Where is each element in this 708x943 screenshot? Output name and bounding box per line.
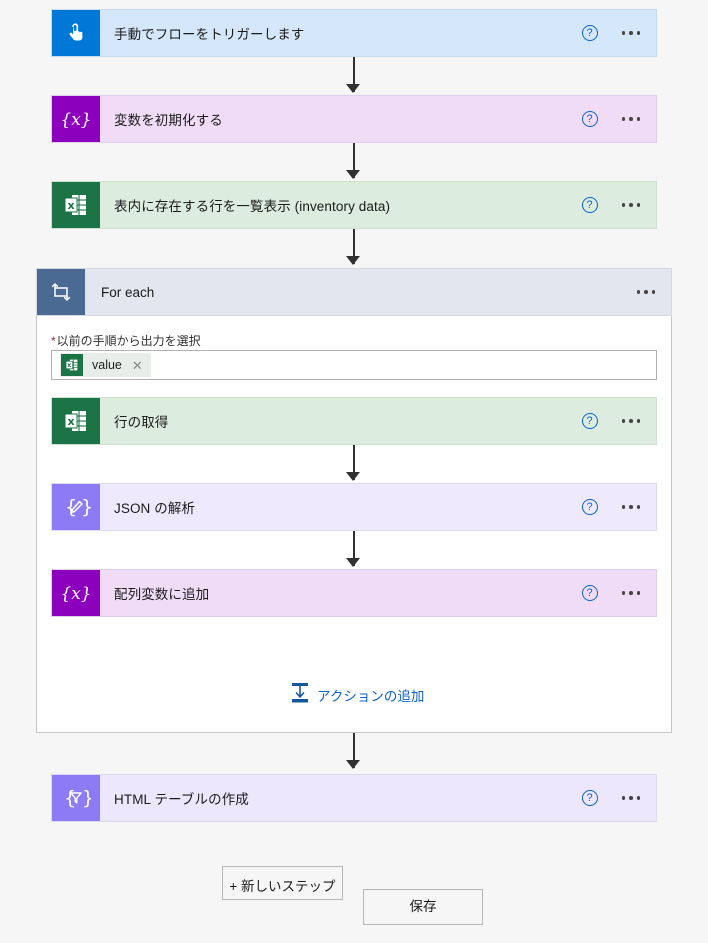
- more-menu-icon[interactable]: [620, 501, 643, 513]
- more-menu-icon[interactable]: [620, 199, 643, 211]
- help-icon[interactable]: ?: [581, 585, 598, 601]
- connector-arrow: [346, 760, 360, 769]
- connector-arrow: [346, 84, 360, 93]
- foreach-actions: [635, 269, 672, 315]
- more-menu-icon[interactable]: [620, 113, 643, 125]
- foreach-field-label: *以前の手順から出力を選択: [51, 332, 201, 349]
- card-actions: ?: [581, 484, 657, 530]
- connector-arrow: [346, 256, 360, 265]
- connector-line: [353, 531, 355, 566]
- flow-step-create-html-table[interactable]: { } HTML テーブルの作成 ?: [51, 774, 657, 822]
- card-actions: ?: [581, 96, 657, 142]
- flow-step-title: 変数を初期化する: [114, 113, 223, 128]
- flow-step-init-variable[interactable]: {x} 変数を初期化する ?: [51, 95, 657, 143]
- new-step-button[interactable]: + 新しいステップ: [222, 866, 343, 900]
- connector-arrow: [346, 472, 360, 481]
- token-chip-label: value: [92, 358, 122, 372]
- save-button[interactable]: 保存: [363, 889, 483, 925]
- flow-step-title: 手動でフローをトリガーします: [114, 27, 305, 42]
- flow-step-get-row[interactable]: x 行の取得 ?: [51, 397, 657, 445]
- more-menu-icon[interactable]: [635, 286, 658, 298]
- excel-table-icon: x: [52, 398, 100, 444]
- flow-step-parse-json[interactable]: { } JSON の解析 ?: [51, 483, 657, 531]
- token-chip-value[interactable]: x value ✕: [60, 353, 151, 377]
- connector-line: [353, 733, 355, 768]
- connector-line: [353, 445, 355, 480]
- svg-text:{: {: [65, 496, 77, 518]
- variable-braces-icon: {x}: [52, 570, 100, 616]
- more-menu-icon[interactable]: [620, 27, 643, 39]
- help-icon[interactable]: ?: [581, 197, 598, 213]
- excel-table-icon: x: [52, 182, 100, 228]
- svg-text:x: x: [67, 363, 71, 369]
- foreach-header[interactable]: For each: [36, 268, 672, 316]
- json-parse-icon: { }: [52, 484, 100, 530]
- card-actions: ?: [581, 775, 657, 821]
- flow-step-title: 行の取得: [114, 415, 169, 430]
- svg-text:x: x: [67, 415, 74, 428]
- connector-line: [353, 229, 355, 264]
- help-icon[interactable]: ?: [581, 499, 598, 515]
- help-icon[interactable]: ?: [581, 413, 598, 429]
- card-actions: ?: [581, 570, 657, 616]
- flow-step-title: HTML テーブルの作成: [114, 792, 249, 807]
- card-actions: ?: [581, 182, 657, 228]
- help-icon[interactable]: ?: [581, 790, 598, 806]
- svg-text:{x}: {x}: [61, 584, 91, 604]
- add-action-label: アクションの追加: [317, 688, 425, 704]
- connector-line: [353, 57, 355, 92]
- loop-icon: [37, 269, 85, 315]
- excel-table-icon: x: [61, 354, 83, 376]
- svg-text:}: }: [81, 496, 91, 518]
- help-icon[interactable]: ?: [581, 25, 598, 41]
- more-menu-icon[interactable]: [620, 587, 643, 599]
- card-actions: ?: [581, 398, 657, 444]
- foreach-output-picker[interactable]: x value ✕: [51, 350, 657, 380]
- card-actions: ?: [581, 10, 657, 56]
- html-table-icon: { }: [52, 775, 100, 821]
- field-label-text: 以前の手順から出力を選択: [56, 334, 201, 348]
- svg-text:{x}: {x}: [61, 110, 91, 130]
- flow-step-title: 表内に存在する行を一覧表示 (inventory data): [114, 199, 391, 214]
- foreach-title: For each: [101, 284, 155, 300]
- flow-step-title: 配列変数に追加: [114, 587, 210, 602]
- touch-tap-icon: [52, 10, 100, 56]
- add-action-button[interactable]: アクションの追加: [290, 681, 424, 708]
- required-marker: *: [51, 334, 56, 348]
- flow-step-append-array[interactable]: {x} 配列変数に追加 ?: [51, 569, 657, 617]
- more-menu-icon[interactable]: [620, 415, 643, 427]
- more-menu-icon[interactable]: [620, 792, 643, 804]
- connector-arrow: [346, 558, 360, 567]
- close-icon[interactable]: ✕: [131, 357, 143, 373]
- variable-braces-icon: {x}: [52, 96, 100, 142]
- flow-step-trigger[interactable]: 手動でフローをトリガーします ?: [51, 9, 657, 57]
- connector-line: [353, 143, 355, 178]
- svg-text:x: x: [67, 199, 74, 212]
- insert-action-icon: [290, 681, 310, 708]
- flow-step-list-rows[interactable]: x 表内に存在する行を一覧表示 (inventory data) ?: [51, 181, 657, 229]
- connector-arrow: [346, 170, 360, 179]
- flow-step-title: JSON の解析: [114, 501, 196, 516]
- help-icon[interactable]: ?: [581, 111, 598, 127]
- svg-text:}: }: [82, 787, 91, 809]
